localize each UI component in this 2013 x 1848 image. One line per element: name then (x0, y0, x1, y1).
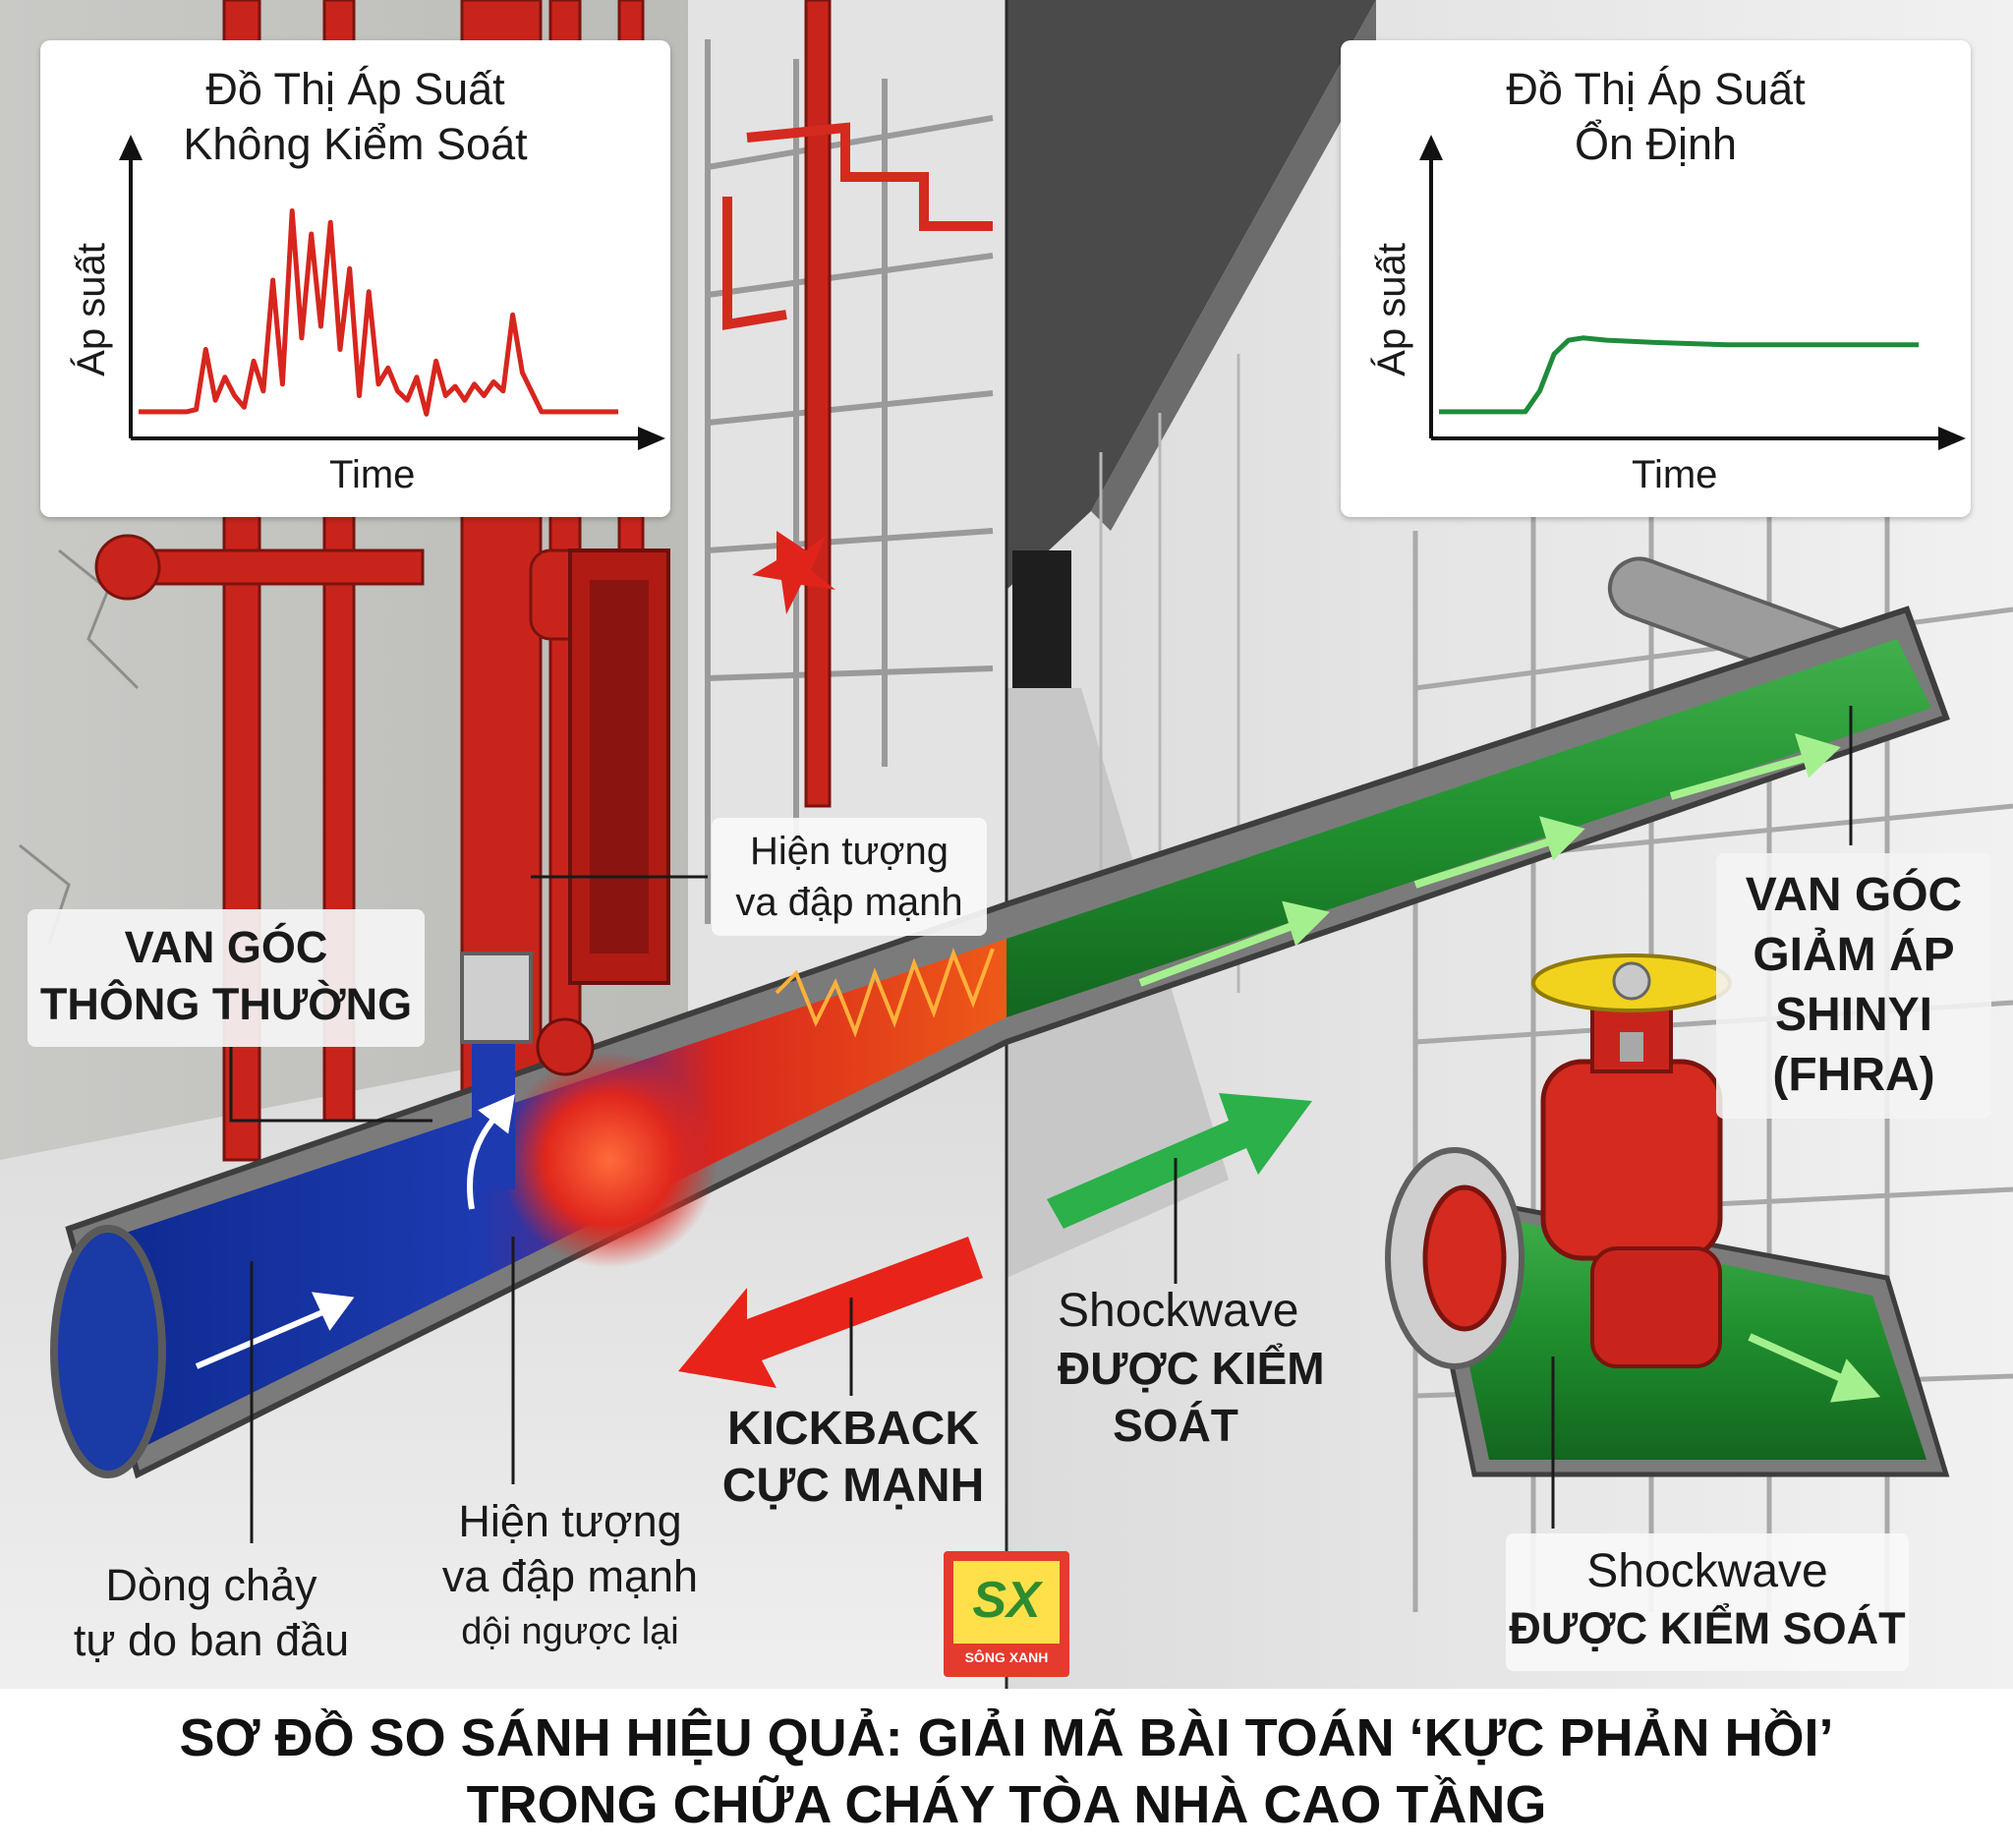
logo-name: SÔNG XANH (964, 1649, 1049, 1665)
chart-title: Đồ Thị Áp Suất Ổn Định (1341, 62, 1971, 172)
rebound-impact-label: Hiện tượng va đập mạnh dội ngược lại (413, 1494, 727, 1659)
controlled-shockwave-label-center: Shockwave ĐƯỢC KIỂM SOÁT (1058, 1283, 1325, 1454)
callout-line: ĐƯỢC KIỂM SOÁT (1509, 1603, 1906, 1653)
callout-line: tự do ban đầu (73, 1615, 350, 1665)
callout-line: SHINYI (1774, 989, 1933, 1041)
callout-line: Shockwave (1058, 1285, 1299, 1337)
footer-title-line-1: SƠ ĐỒ SO SÁNH HIỆU QUẢ: GIẢI MÃ BÀI TOÁN… (179, 1708, 1834, 1767)
callout-line: dội ngược lại (461, 1611, 679, 1652)
kickback-label: KICKBACK CỰC MẠNH (706, 1401, 1001, 1515)
callout-line: va đập mạnh (735, 881, 963, 924)
stable-pressure-chart: Đồ Thị Áp Suất Ổn Định Áp suất Time (1341, 40, 1971, 517)
callout-line: ĐƯỢC KIỂM (1058, 1343, 1325, 1394)
callout-line: VAN GÓC (124, 922, 328, 972)
x-axis-arrowhead (638, 427, 665, 450)
callout-line: VAN GÓC (1745, 869, 1963, 921)
callout-line: GIẢM ÁP (1753, 929, 1955, 981)
pressure-series-line (139, 208, 618, 417)
logo-mark: SX (972, 1572, 1041, 1629)
stable-pressure-plot (1419, 135, 1966, 450)
pressure-series-line (1439, 335, 1919, 415)
x-axis-arrowhead (1938, 427, 1966, 450)
x-axis-label: Time (1632, 453, 1718, 496)
callout-line: (FHRA) (1772, 1049, 1935, 1101)
callout-line: Hiện tượng (458, 1496, 682, 1546)
y-axis-arrowhead (119, 135, 143, 160)
shinyi-valve-label: VAN GÓC GIẢM ÁP SHINYI (FHRA) (1716, 853, 1991, 1119)
standard-valve-label: VAN GÓC THÔNG THƯỜNG (28, 909, 425, 1047)
y-axis-label: Áp suất (70, 243, 113, 376)
chart-title-line-2: Ổn Định (1574, 119, 1738, 169)
uncontrolled-pressure-chart: Đồ Thị Áp Suất Không Kiểm Soát Áp suất T… (40, 40, 670, 517)
controlled-shockwave-label-right: Shockwave ĐƯỢC KIỂM SOÁT (1506, 1533, 1909, 1671)
footer-title-line-2: TRONG CHỮA CHÁY TÒA NHÀ CAO TẦNG (466, 1775, 1547, 1834)
callout-line: CỰC MẠNH (721, 1460, 985, 1512)
chart-title-line-1: Đồ Thị Áp Suất (1506, 64, 1806, 114)
x-axis-label: Time (329, 453, 416, 496)
initial-flow-label: Dòng chảy tự do ban đầu (39, 1558, 383, 1668)
song-xanh-logo: SX SÔNG XANH (944, 1551, 1069, 1677)
chart-title-line-2: Không Kiểm Soát (183, 119, 528, 169)
uncontrolled-pressure-plot (119, 135, 665, 450)
callout-line: SOÁT (1113, 1400, 1238, 1451)
y-axis-arrowhead (1419, 135, 1443, 160)
chart-title-line-1: Đồ Thị Áp Suất (205, 64, 505, 114)
callout-line: KICKBACK (727, 1403, 979, 1455)
callout-line: va đập mạnh (441, 1551, 699, 1601)
logo-emblem: SX (953, 1561, 1060, 1644)
footer-title: SƠ ĐỒ SO SÁNH HIỆU QUẢ: GIẢI MÃ BÀI TOÁN… (0, 1689, 2013, 1848)
chart-title: Đồ Thị Áp Suất Không Kiểm Soát (40, 62, 670, 172)
callout-line: Hiện tượng (750, 830, 949, 873)
callout-line: THÔNG THƯỜNG (39, 979, 413, 1029)
y-axis-label: Áp suất (1370, 243, 1413, 376)
callout-line: Shockwave (1586, 1545, 1828, 1597)
impact-callout-top: Hiện tượng va đập mạnh (712, 818, 987, 936)
callout-line: Dòng chảy (105, 1560, 317, 1610)
